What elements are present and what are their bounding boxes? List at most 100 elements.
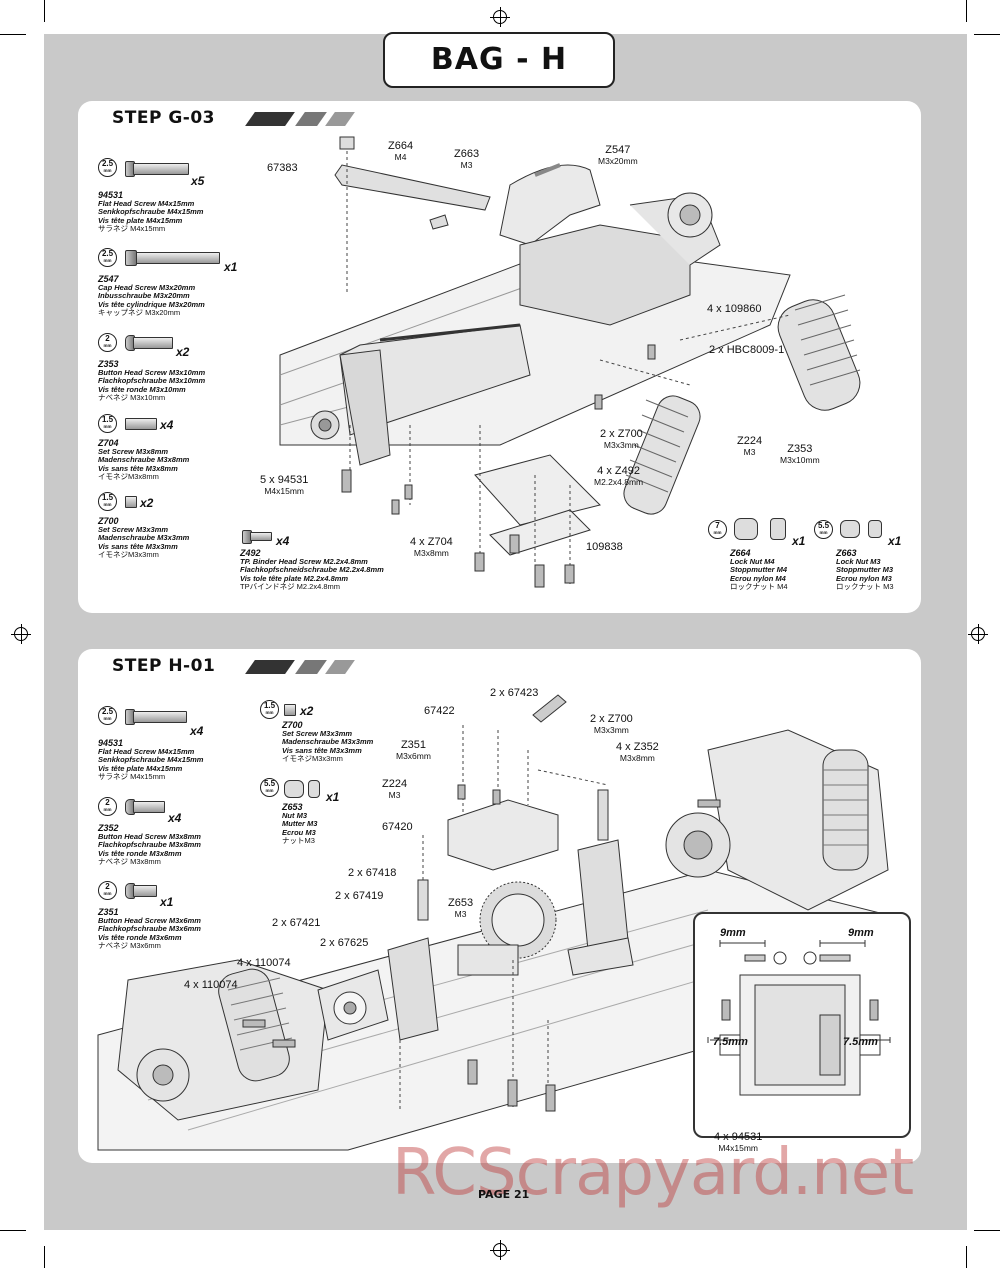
desc-de: Mutter M3 [282,819,318,829]
desc-fr: Ecrou nylon M4 [730,573,786,583]
screw-shaft-icon [133,885,157,897]
desc-jp: イモネジM3x3mm [282,754,343,764]
crop-mark [44,0,45,22]
quantity: x2 [140,496,154,510]
quantity: x1 [792,534,806,548]
desc-de: Flachkopfschraube M3x8mm [98,840,201,850]
crop-mark [974,1230,1000,1231]
page-number: PAGE 21 [478,1188,530,1201]
lock-nut-icon [840,520,860,538]
callout-hbc8009-1: 2 x HBC8009-1 [709,344,785,356]
screw-shaft-icon [250,532,272,541]
set-screw-icon [284,704,296,716]
desc-jp: キャップネジ M3x20mm [98,308,181,318]
part-code: 94531 [98,738,124,748]
desc-de: Senkkopfschraube M4x15mm [98,207,204,217]
quantity: x1 [224,260,238,274]
desc-de: Madenschraube M3x3mm [98,533,190,543]
crop-mark [44,1246,45,1268]
callout-67420: 67420 [382,821,413,833]
desc-jp: ナベネジ M3x10mm [98,393,166,403]
desc-en: Set Screw M3x8mm [98,447,169,456]
desc-jp: サラネジ M4x15mm [98,772,166,782]
crop-mark [0,1230,26,1231]
screw-shaft-icon [133,163,189,175]
desc-de: Flachkopfschneidschraube M2.2x4.8mm [240,565,384,575]
desc-fr: Vis sans tête M3x3mm [282,745,362,755]
callout-67423: 2 x 67423 [490,687,539,699]
step-g03-exploded-drawing [279,136,861,588]
callout-109860: 4 x 109860 [707,303,762,315]
quantity: x4 [160,418,174,432]
nut-side-icon [308,780,320,798]
desc-en: Button Head Screw M3x10mm [98,368,206,377]
registration-mark-bottom [490,1240,510,1260]
crop-mark [0,34,26,35]
crop-mark [974,34,1000,35]
desc-jp: サラネジ M4x15mm [98,224,166,234]
desc-fr: Vis sans tête M3x8mm [98,463,178,473]
desc-jp: イモネジM3x8mm [98,472,159,482]
desc-fr: Vis tête ronde M3x6mm [98,932,182,942]
desc-en: Set Screw M3x3mm [98,525,169,534]
desc-fr: Vis sans tête M3x3mm [98,541,178,551]
dimension-label: 7.5mm [713,1036,748,1048]
crop-mark [966,1246,967,1268]
part-code: 94531 [98,190,124,200]
desc-de: Madenschraube M3x3mm [282,737,374,747]
part-code: Z664 [730,548,751,558]
desc-fr: Vis tête ronde M3x10mm [98,384,186,394]
part-code: Z351 [98,907,119,917]
set-screw-icon [125,496,137,508]
callout-110074: 4 x 110074 [184,979,238,991]
lock-nut-side-icon [868,520,882,538]
desc-de: Stoppmutter M4 [730,565,788,575]
registration-mark-top [490,7,510,27]
desc-jp: ロックナット M4 [730,582,788,592]
bag-title: BAG - H [383,32,615,88]
desc-de: Stoppmutter M3 [836,565,894,575]
desc-de: Flachkopfschraube M3x6mm [98,924,201,934]
step-g03-title: STEP G-03 [112,108,215,128]
quantity: x1 [888,534,902,548]
part-code: Z653 [282,802,303,812]
desc-fr: Ecrou M3 [282,827,316,837]
quantity: x4 [168,811,182,825]
desc-en: Lock Nut M3 [836,557,881,566]
desc-jp: ナベネジ M3x6mm [98,941,161,951]
quantity: x1 [326,790,340,804]
desc-en: Cap Head Screw M3x20mm [98,283,196,292]
screw-shaft-icon [136,252,220,264]
callout-67625: 2 x 67625 [320,937,369,949]
desc-de: Senkkopfschraube M4x15mm [98,755,204,765]
quantity: x1 [160,895,174,909]
part-z492: x4 Z492 TP. Binder Head Screw M2.2x4.8mm… [240,530,420,592]
quantity: x2 [176,345,190,359]
dimension-label: 9mm [720,927,746,939]
desc-jp: ナベネジ M3x8mm [98,857,161,867]
